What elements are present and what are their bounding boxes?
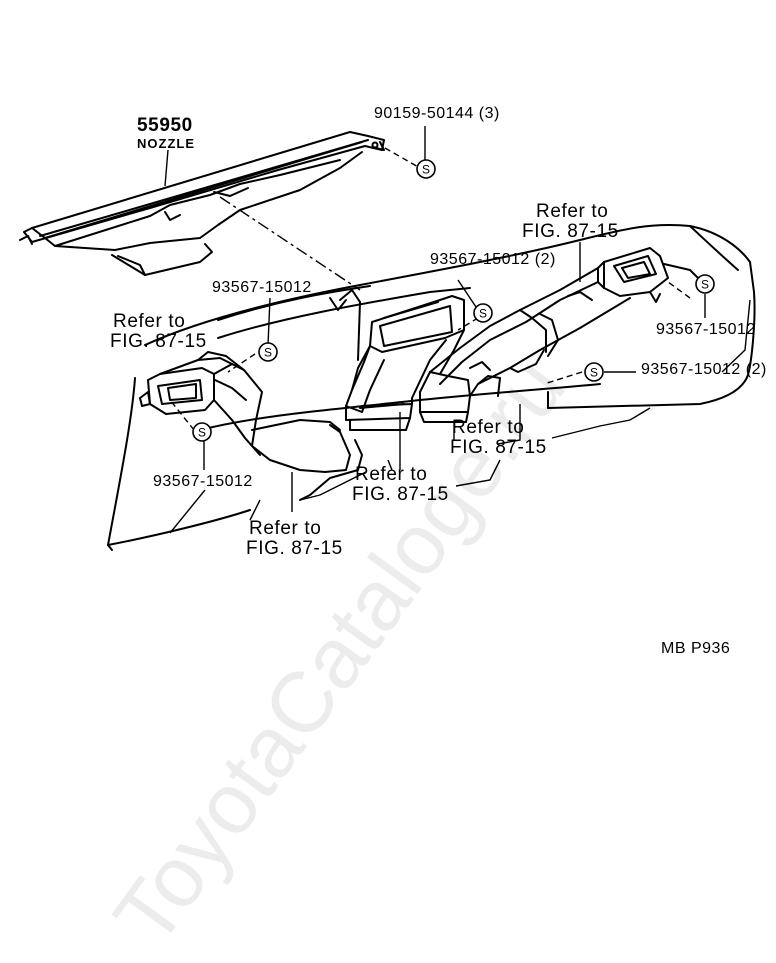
screw-letter: S	[701, 278, 709, 292]
screw-letter: S	[422, 163, 430, 177]
refer-top-right-line2: FIG. 87-15	[522, 221, 619, 242]
label-screw-top-center: 93567-15012 (2)	[430, 251, 556, 268]
parts-diagram: S S S S S S	[19, 126, 756, 551]
screw-symbol-top	[416, 159, 436, 179]
screw-symbol-left-upper	[258, 342, 278, 362]
refer-center-line1: Refer to	[355, 464, 428, 485]
label-screw-right-lower: 93567-15012 (2)	[641, 361, 767, 378]
refer-mid-right-line2: FIG. 87-15	[450, 437, 547, 458]
screw-symbol-center	[473, 303, 493, 323]
screw-letter: S	[479, 307, 487, 321]
screw-symbol-right-lower	[584, 362, 604, 382]
figure-code: MB P936	[661, 640, 731, 657]
label-screw-left-lower: 93567-15012	[153, 473, 253, 490]
part-number-55950: 55950	[137, 115, 193, 136]
refer-bottom-line1: Refer to	[249, 518, 322, 539]
part-name-nozzle: NOZZLE	[137, 136, 195, 151]
leader-lines	[164, 126, 751, 534]
refer-left-line2: FIG. 87-15	[110, 331, 207, 352]
center-register-drawing	[329, 289, 465, 431]
right-duct-drawing	[419, 247, 701, 423]
refer-mid-right-line1: Refer to	[452, 417, 525, 438]
screw-symbol-right-upper	[695, 274, 715, 294]
label-screw-right-upper: 93567-15012	[656, 321, 756, 338]
left-register-drawing	[139, 351, 363, 501]
screw-letter: S	[198, 426, 206, 440]
refer-center-line2: FIG. 87-15	[352, 484, 449, 505]
screw-letter: S	[264, 346, 272, 360]
screw-symbol-left-lower	[192, 422, 212, 442]
instrument-panel-drawing	[107, 223, 756, 551]
screw-symbols	[192, 159, 715, 442]
refer-top-right-line1: Refer to	[536, 201, 609, 222]
label-screw-left-upper: 93567-15012	[212, 279, 312, 296]
screw-symbol-letters: S S S S S S	[198, 163, 709, 440]
screw-letter: S	[590, 366, 598, 380]
refer-left-line1: Refer to	[113, 311, 186, 332]
label-bolt-90159: 90159-50144 (3)	[374, 105, 500, 122]
defroster-nozzle-drawing	[19, 131, 385, 276]
refer-bottom-line2: FIG. 87-15	[246, 538, 343, 559]
